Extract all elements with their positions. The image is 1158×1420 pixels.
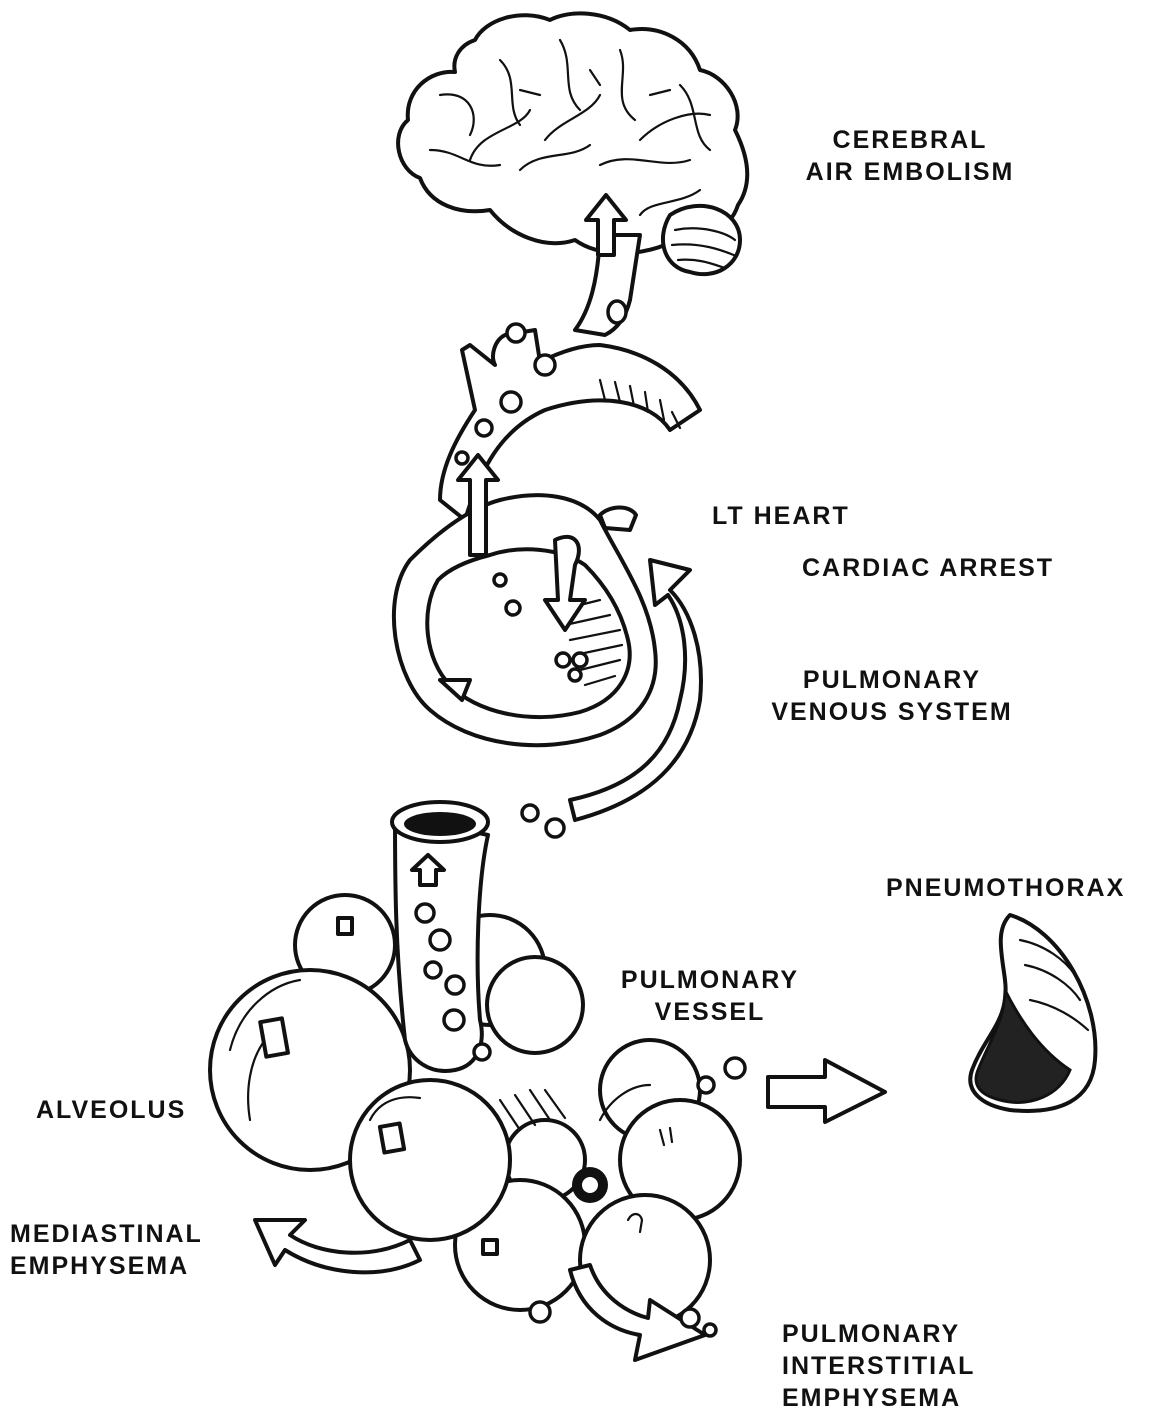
cardiac-arrest-label: CARDIAC ARREST (802, 552, 1054, 584)
pulmonary-vessel-label: PULMONARY VESSEL (600, 964, 820, 1028)
me-label-line2: EMPHYSEMA (10, 1250, 203, 1282)
pie-label-line2: INTERSTITIAL (782, 1350, 975, 1382)
alveolus-label: ALVEOLUS (36, 1094, 186, 1126)
pie-label-line3: EMPHYSEMA (782, 1382, 975, 1414)
me-label-line1: MEDIASTINAL (10, 1218, 203, 1250)
pv-label-line1: PULMONARY (600, 964, 820, 996)
mediastinal-emphysema-label: MEDIASTINAL EMPHYSEMA (10, 1218, 203, 1282)
pvs-label-line1: PULMONARY (752, 664, 1032, 696)
pie-label-line1: PULMONARY (782, 1318, 975, 1350)
pv-label-line2: VESSEL (600, 996, 820, 1028)
cerebral-label-line2: AIR EMBOLISM (790, 156, 1030, 188)
heart-illustration (394, 324, 700, 745)
pneumothorax-lung-illustration (970, 915, 1095, 1111)
pneumothorax-label: PNEUMOTHORAX (886, 872, 1125, 904)
lt-heart-label: LT HEART (712, 500, 850, 532)
flow-arrow-icon (768, 1060, 885, 1122)
pvs-label-line2: VENOUS SYSTEM (752, 696, 1032, 728)
cerebral-air-embolism-label: CEREBRAL AIR EMBOLISM (790, 124, 1030, 188)
pulmonary-venous-system-label: PULMONARY VENOUS SYSTEM (752, 664, 1032, 728)
cerebral-label-line1: CEREBRAL (790, 124, 1030, 156)
pulmonary-interstitial-emphysema-label: PULMONARY INTERSTITIAL EMPHYSEMA (782, 1318, 975, 1414)
brain-illustration (398, 13, 747, 335)
